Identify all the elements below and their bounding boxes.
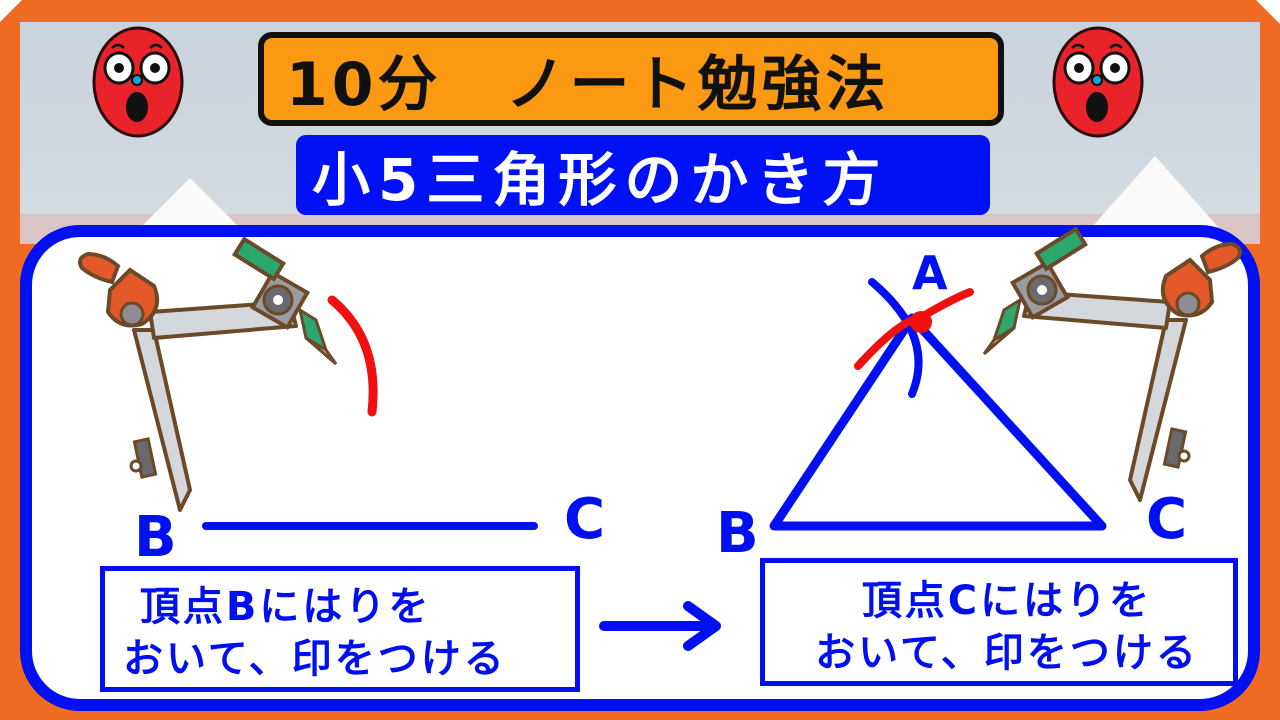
surprised-face-icon xyxy=(92,26,184,138)
vertex-label-c: C xyxy=(564,487,606,552)
page-curl-top-left xyxy=(0,0,22,22)
page-curl-top-right xyxy=(1256,0,1280,24)
vertex-label-c: C xyxy=(1146,487,1188,552)
compass-icon xyxy=(982,227,1242,502)
page-title: 10分 ノート勉強法 xyxy=(286,49,890,120)
surprised-face-icon xyxy=(1052,26,1144,138)
vertex-label-b: B xyxy=(716,501,759,566)
caption-line: おいて、印をつける xyxy=(815,630,1199,676)
step1-caption: 頂点Bにはりを おいて、印をつける xyxy=(100,566,580,692)
caption-line: 頂点Cにはりを xyxy=(861,578,1153,624)
title-banner: 10分 ノート勉強法 xyxy=(258,32,1004,126)
page-subtitle: 小5三角形のかき方 xyxy=(312,146,889,214)
caption-line: おいて、印をつける xyxy=(123,636,507,682)
subtitle-banner: 小5三角形のかき方 xyxy=(296,135,990,215)
vertex-label-a: A xyxy=(912,246,948,300)
compass-icon xyxy=(78,237,338,512)
vertex-label-b: B xyxy=(134,505,177,570)
step2-caption: 頂点Cにはりを おいて、印をつける xyxy=(760,558,1238,686)
caption-line: 頂点Bにはりを xyxy=(123,584,432,630)
right-arrow-icon xyxy=(599,601,721,651)
